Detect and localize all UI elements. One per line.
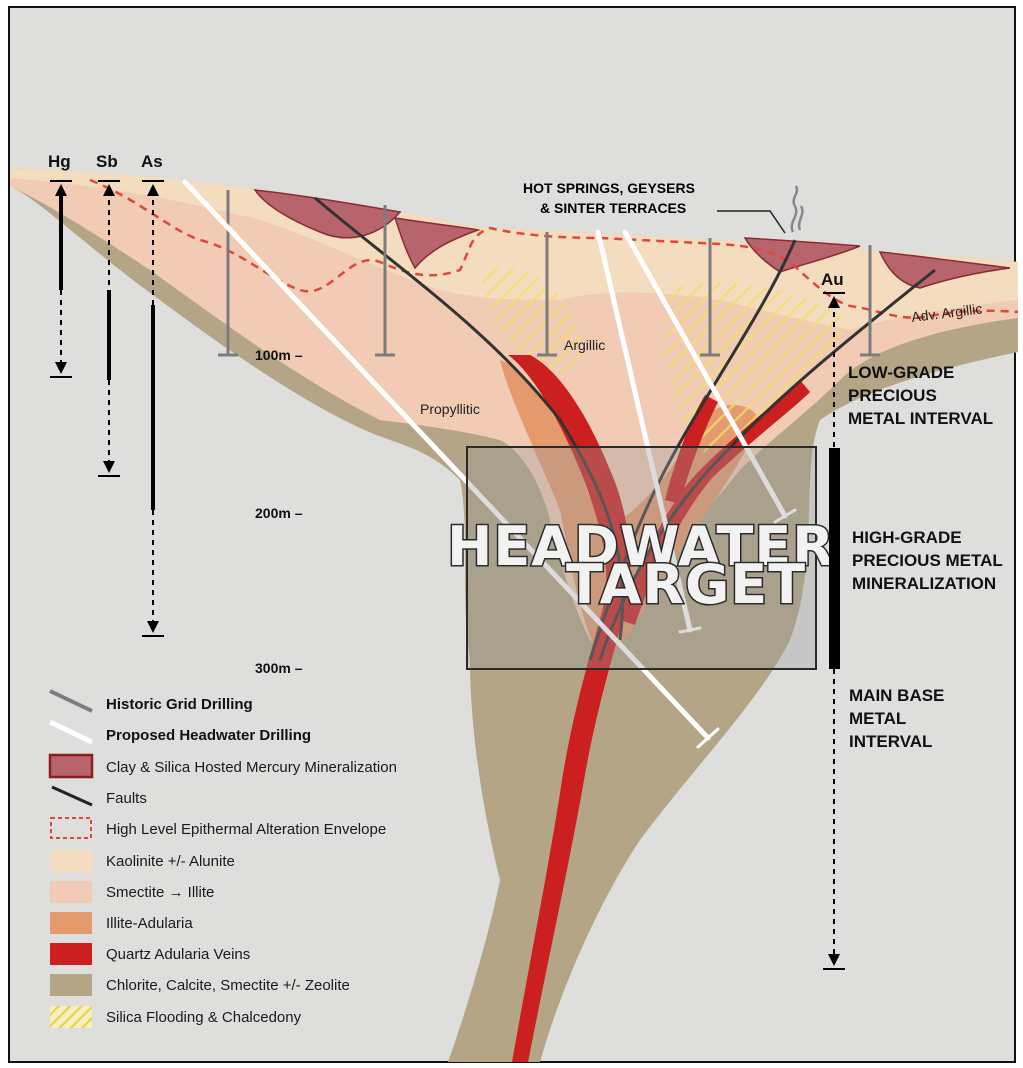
- base-metal-line3: INTERVAL: [849, 732, 932, 751]
- base-metal-line2: METAL: [849, 709, 906, 728]
- legend-label-smectite: Smectite → Illite: [106, 884, 214, 901]
- legend-label-historic-drilling: Historic Grid Drilling: [106, 696, 253, 713]
- col-head-as: As: [141, 152, 163, 171]
- au-label: Au: [821, 270, 844, 289]
- high-grade-line1: HIGH-GRADE: [852, 528, 962, 547]
- legend-label-illite: Illite-Adularia: [106, 915, 193, 932]
- high-grade-line2: PRECIOUS METAL: [852, 551, 1003, 570]
- depth-300m: 300m –: [255, 660, 303, 676]
- legend-symbol-illite: [50, 912, 92, 934]
- col-head-hg: Hg: [48, 152, 71, 171]
- legend-symbol-quartz: [50, 943, 92, 965]
- high-grade-line3: MINERALIZATION: [852, 574, 996, 593]
- target-label-line2: TARGET: [566, 553, 806, 616]
- surface-callout-line1: HOT SPRINGS, GEYSERS: [523, 180, 695, 196]
- legend-label-chlorite: Chlorite, Calcite, Smectite +/- Zeolite: [106, 977, 350, 994]
- low-grade-line3: METAL INTERVAL: [848, 409, 993, 428]
- low-grade-line1: LOW-GRADE: [848, 363, 954, 382]
- base-metal-line1: MAIN BASE: [849, 686, 944, 705]
- legend-symbol-chlorite: [50, 974, 92, 996]
- surface-callout-line2: & SINTER TERRACES: [540, 200, 686, 216]
- legend-label-mercury: Clay & Silica Hosted Mercury Mineralizat…: [106, 759, 397, 776]
- legend-symbol-mercury: [50, 755, 92, 777]
- legend-label-proposed-drilling: Proposed Headwater Drilling: [106, 727, 311, 744]
- col-head-sb: Sb: [96, 152, 118, 171]
- low-grade-line2: PRECIOUS: [848, 386, 937, 405]
- legend-label-envelope: High Level Epithermal Alteration Envelop…: [106, 821, 386, 838]
- depth-100m: 100m –: [255, 347, 303, 363]
- depth-200m: 200m –: [255, 505, 303, 521]
- zone-label-argillic: Argillic: [564, 337, 605, 353]
- legend-label-silica: Silica Flooding & Chalcedony: [106, 1009, 302, 1026]
- legend-label-kaolinite: Kaolinite +/- Alunite: [106, 853, 235, 870]
- legend-label-faults: Faults: [106, 790, 147, 807]
- legend-symbol-smectite: [50, 881, 92, 903]
- legend-symbol-silica: [50, 1006, 92, 1028]
- zone-label-propyllitic: Propyllitic: [420, 401, 480, 417]
- legend-symbol-kaolinite: [50, 850, 92, 872]
- legend-label-quartz: Quartz Adularia Veins: [106, 946, 250, 963]
